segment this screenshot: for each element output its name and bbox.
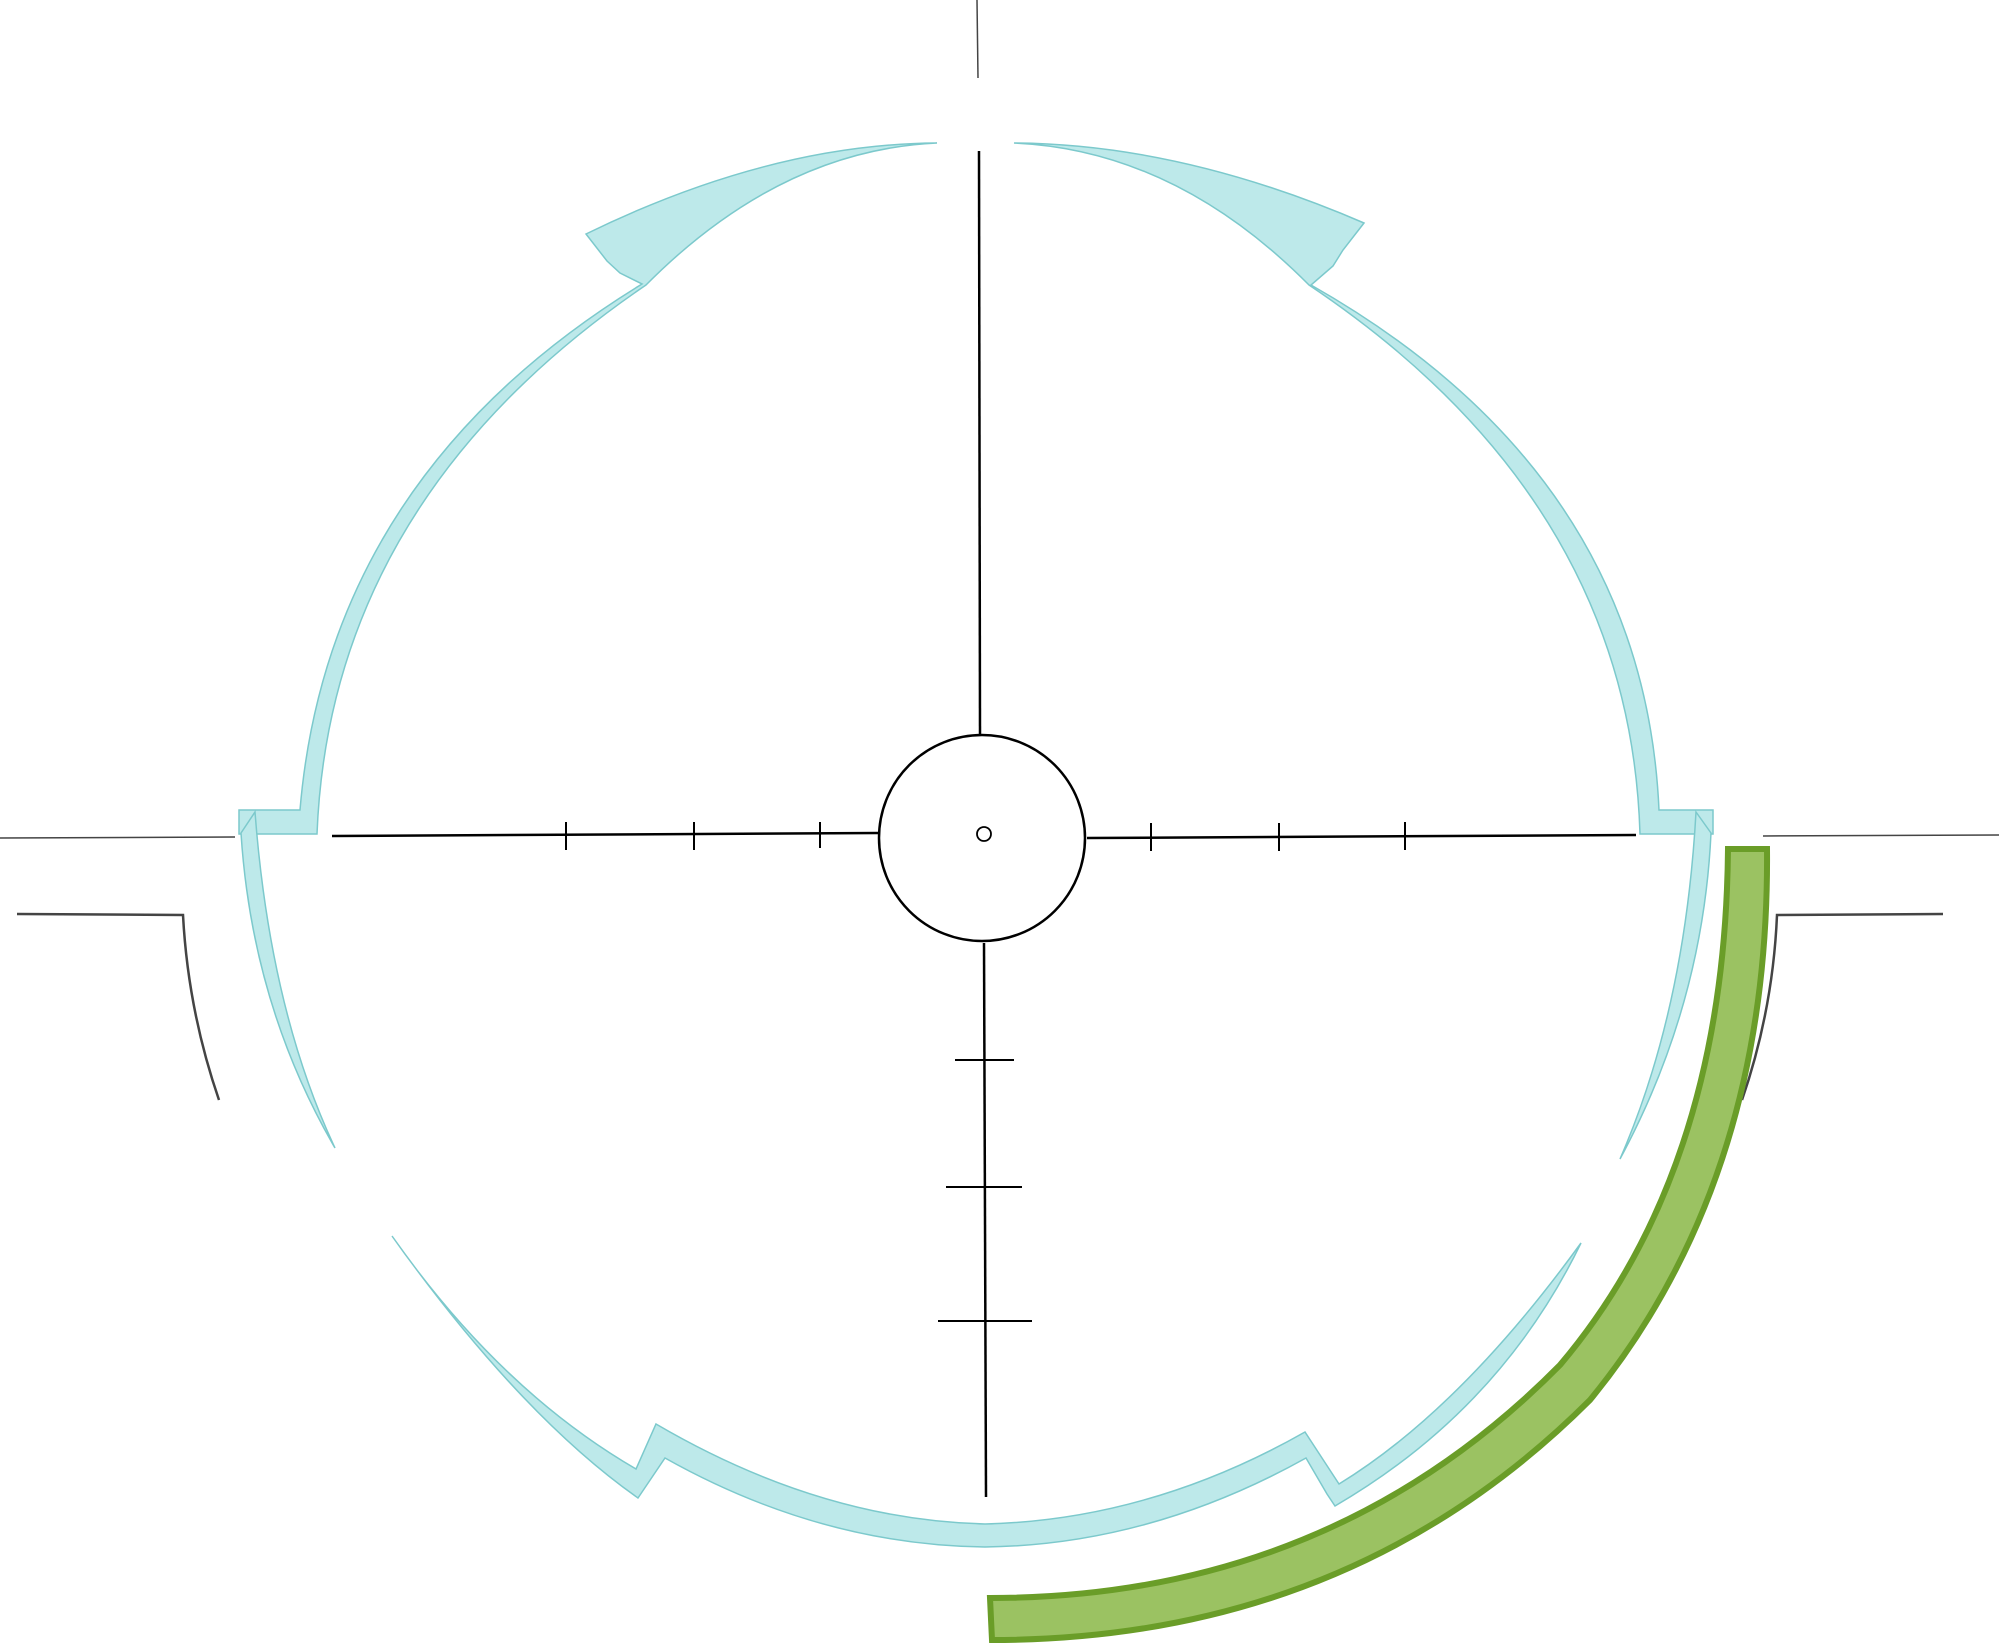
outer-ring [238,142,1714,1548]
ring-right-lower [1619,809,1712,1160]
ring-top-right [1013,142,1714,835]
crosshair-right-arm [1086,833,1637,840]
left-outer-line [0,836,236,839]
vertical-ticks [938,1059,1032,1322]
ring-top-left [238,142,938,835]
crosshair-bottom-arm [982,942,988,1498]
right-outer-line [1762,834,1999,837]
left-bracket-mark [16,912,221,1101]
horizontal-ticks [565,822,1406,851]
green-arc [986,846,1771,1644]
center-dot [976,826,992,842]
top-outer-line [976,0,979,79]
ring-left-lower [240,809,336,1149]
right-bracket-mark [1740,912,1944,1101]
ring-bottom [391,1235,1582,1548]
crosshair-top-arm [977,150,982,736]
crosshair-left-arm [331,831,880,838]
